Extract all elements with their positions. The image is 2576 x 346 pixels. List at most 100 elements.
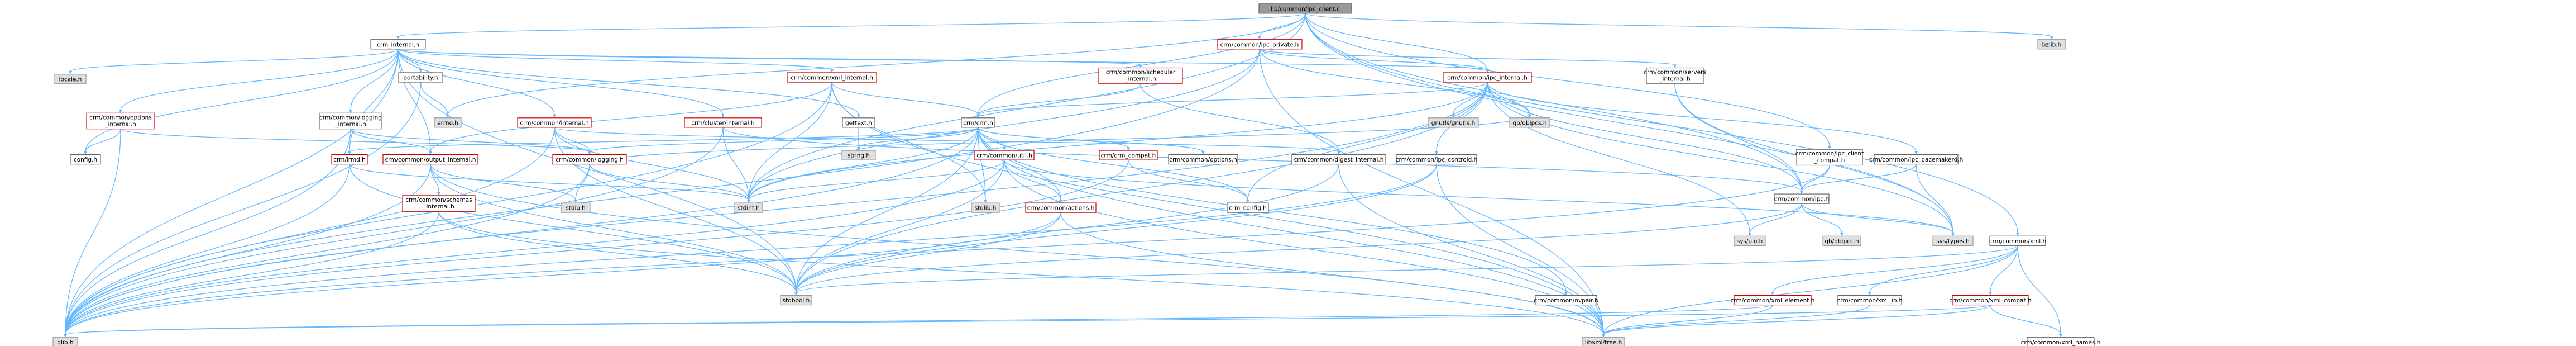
node-xml-internal[interactable]: crm/common/xml_internal.h <box>787 72 877 83</box>
node-servers-internal[interactable]: crm/common/servers_internal.h <box>1644 67 1706 84</box>
dependency-edge <box>65 164 350 335</box>
node-common-xml[interactable]: crm/common/xml.h <box>1989 235 2046 246</box>
node-scheduler-internal[interactable]: crm/common/scheduler_internal.h <box>1098 67 1183 84</box>
node-logging-internal[interactable]: crm/common/logging_internal.h <box>319 112 382 130</box>
edge-arrowhead <box>396 36 400 40</box>
node-systypes[interactable]: sys/types.h <box>1932 235 1974 246</box>
dependency-edge <box>65 164 590 335</box>
node-qbipcs[interactable]: qb/qbipcs.h <box>1509 117 1550 128</box>
node-label: crm/common/xml_compat.h <box>1949 297 2031 304</box>
node-crm-private[interactable]: crm/common/ipc_private.h <box>1217 39 1303 50</box>
node-crm-config[interactable]: crm_config.h <box>1227 202 1269 213</box>
node-stdio[interactable]: stdio.h <box>561 202 591 213</box>
edge-arrowhead <box>2050 36 2053 40</box>
dependency-edge <box>65 129 121 335</box>
node-xml-io[interactable]: crm/common/xml_io.h <box>1837 295 1903 306</box>
dependency-edge <box>796 82 1488 293</box>
node-label: crm/common/xml_internal.h <box>791 74 873 81</box>
node-box <box>1168 154 1238 165</box>
dependency-edge <box>430 164 1604 335</box>
node-label: stdio.h <box>566 205 585 212</box>
node-common-options[interactable]: crm/common/options.h <box>1168 154 1238 165</box>
node-label: crm/common/schemas <box>405 197 472 203</box>
dependency-edge <box>978 83 1141 116</box>
node-box <box>1291 154 1386 165</box>
node-gnutls[interactable]: gnutls/gnutls.h <box>1428 117 1479 128</box>
node-label: crm/lrmd.h <box>333 157 366 163</box>
node-portability[interactable]: portability.h <box>398 72 443 83</box>
node-xml-compat[interactable]: crm/common/xml_compat.h <box>1949 295 2032 306</box>
dependency-edge <box>1674 83 1802 192</box>
node-glib[interactable]: glib.h <box>52 337 78 346</box>
node-libxml-tree[interactable]: libxml/tree.h <box>1582 337 1625 346</box>
node-box <box>561 202 591 213</box>
dependency-edge <box>430 164 439 193</box>
node-label: crm/common/xml_element.h <box>1731 297 1815 304</box>
node-schemas-internal[interactable]: crm/common/schemas_internal.h <box>402 195 476 212</box>
node-label: _compat.h <box>1814 157 1845 164</box>
node-locale[interactable]: locale.h <box>54 74 87 84</box>
dependency-edge <box>1749 203 1802 234</box>
node-nvpair[interactable]: crm/common/nvpair.h <box>1534 295 1598 306</box>
node-stdlib[interactable]: stdlib.h <box>971 202 1000 213</box>
node-ipc-client-compat[interactable]: crm/common/ipc_client_compat.h <box>1795 149 1864 166</box>
dependency-edge <box>398 49 832 70</box>
node-box <box>1952 295 2029 306</box>
dependency-edge <box>1801 203 1953 234</box>
node-cluster-internal[interactable]: crm/cluster/internal.h <box>684 117 762 128</box>
node-xml-names[interactable]: crm/common/xml_names.h <box>2021 337 2101 346</box>
node-util[interactable]: crm/common/util.h <box>974 150 1035 160</box>
node-label: crm/common/logging.h <box>556 157 624 163</box>
node-box <box>841 150 876 160</box>
node-box <box>52 337 78 346</box>
node-crm-h[interactable]: crm/crm.h <box>961 117 995 128</box>
node-sysuio[interactable]: sys/uio.h <box>1734 235 1766 246</box>
node-box <box>517 117 592 128</box>
edge-arrowhead <box>588 151 591 155</box>
node-xml-element[interactable]: crm/common/xml_element.h <box>1731 295 1815 306</box>
node-output-internal[interactable]: crm/common/output_internal.h <box>382 154 478 165</box>
node-string[interactable]: string.h <box>841 150 876 160</box>
node-ipc-controld[interactable]: crm/common/ipc_controld.h <box>1396 154 1478 165</box>
node-label: gettext.h <box>845 120 872 126</box>
node-common-ipc[interactable]: crm/common/ipc.h <box>1774 193 1830 204</box>
dependency-edge <box>1916 164 1953 234</box>
node-common-logging[interactable]: crm/common/logging.h <box>552 154 627 165</box>
node-root[interactable]: lib/common/ipc_client.c <box>1258 3 1352 14</box>
node-digest-internal[interactable]: crm/common/digest_internal.h <box>1291 154 1386 165</box>
dependency-edge <box>349 164 749 201</box>
node-errno[interactable]: errno.h <box>434 117 462 128</box>
node-qbipcc[interactable]: qb/qbipcc.h <box>1822 235 1861 246</box>
edge-arrowhead <box>1602 334 1605 338</box>
node-gettext[interactable]: gettext.h <box>842 117 875 128</box>
node-crm-internal[interactable]: crm_internal.h <box>370 39 426 50</box>
node-options-internal[interactable]: crm/common/options_internal.h <box>86 112 155 130</box>
node-common-internal[interactable]: crm/common/internal.h <box>517 117 592 128</box>
node-crm-compat[interactable]: crm/crm_compat.h <box>1099 150 1158 160</box>
node-label: crm/common/digest_internal.h <box>1294 157 1384 163</box>
node-box <box>86 112 155 130</box>
dependency-edge <box>1801 165 1830 192</box>
dependency-edge <box>1801 203 1842 234</box>
node-box <box>1796 149 1863 166</box>
dependency-edge <box>1869 245 2018 293</box>
dependency-edge <box>978 13 1306 115</box>
node-box <box>1258 3 1352 14</box>
node-box <box>971 202 1000 213</box>
dependency-edge <box>65 212 1061 335</box>
node-stdint[interactable]: stdint.h <box>734 202 763 213</box>
dependency-edge <box>349 49 399 152</box>
node-stdbool[interactable]: stdbool.h <box>780 295 812 306</box>
node-ipc-internal[interactable]: crm/common/ipc_internal.h <box>1443 72 1532 83</box>
node-bzlib[interactable]: bzlib.h <box>2037 39 2066 50</box>
node-label: crm/common/ipc_pacemakerd.h <box>1869 157 1964 163</box>
node-box <box>402 195 476 212</box>
node-actions[interactable]: crm/common/actions.h <box>1025 202 1097 213</box>
node-lrmd[interactable]: crm/lrmd.h <box>331 154 368 165</box>
dependency-edge <box>1004 159 1953 234</box>
node-ipc-pacemakerd[interactable]: crm/common/ipc_pacemakerd.h <box>1869 154 1964 165</box>
node-box <box>1509 117 1550 128</box>
dependency-edge <box>1305 13 1830 147</box>
dependency-edge <box>120 129 590 153</box>
node-config[interactable]: config.h <box>70 154 101 165</box>
